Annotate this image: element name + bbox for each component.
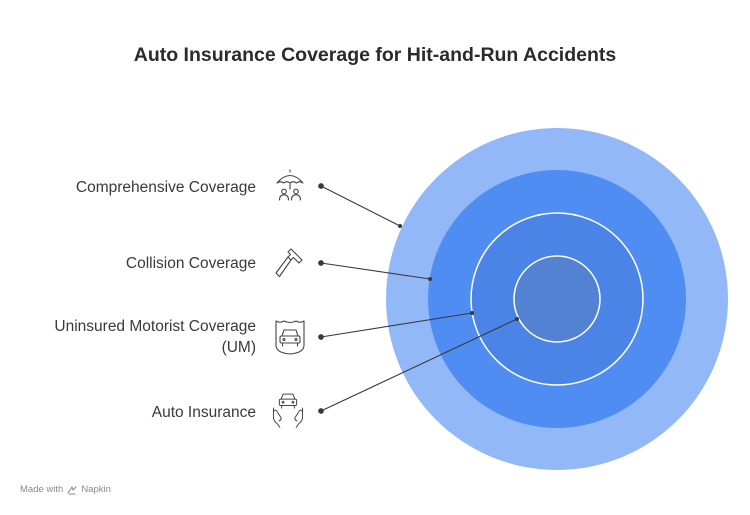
connector-dot-comprehensive bbox=[318, 183, 324, 189]
connector-dot-auto-insurance bbox=[318, 408, 324, 414]
connector-end-comprehensive bbox=[397, 223, 403, 229]
napkin-logo-icon bbox=[67, 485, 77, 494]
car-shield-icon bbox=[275, 320, 305, 355]
umbrella-people-icon bbox=[276, 169, 304, 201]
connector-end-uninsured-motorist bbox=[469, 310, 475, 316]
label-uninsured-motorist-line2: (UM) bbox=[221, 339, 256, 356]
connector-end-collision bbox=[427, 276, 433, 282]
label-uninsured-motorist-line1: Uninsured Motorist Coverage bbox=[54, 318, 256, 335]
connector-uninsured-motorist bbox=[320, 312, 473, 338]
label-collision-coverage: Collision Coverage bbox=[125, 255, 256, 272]
label-comprehensive-coverage: Comprehensive Coverage bbox=[75, 179, 256, 196]
connector-dot-uninsured-motorist bbox=[318, 334, 324, 340]
connector-end-auto-insurance bbox=[514, 316, 520, 322]
footer-made-with: Made with bbox=[20, 484, 64, 495]
hammer-icon bbox=[275, 248, 303, 278]
circle-auto-insurance bbox=[513, 255, 601, 343]
footer-brand: Napkin bbox=[81, 484, 111, 495]
connector-dot-collision bbox=[318, 260, 324, 266]
footer-attribution: Made with Napkin bbox=[20, 484, 111, 495]
car-in-hands-icon bbox=[272, 393, 304, 428]
page-title: Auto Insurance Coverage for Hit-and-Run … bbox=[133, 44, 617, 66]
connector-auto-insurance bbox=[320, 318, 518, 412]
label-uninsured-motorist-coverage: Uninsured Motorist Coverage (UM) bbox=[54, 316, 256, 358]
label-auto-insurance: Auto Insurance bbox=[151, 404, 256, 421]
connector-comprehensive bbox=[320, 185, 401, 227]
connector-collision bbox=[320, 262, 431, 280]
